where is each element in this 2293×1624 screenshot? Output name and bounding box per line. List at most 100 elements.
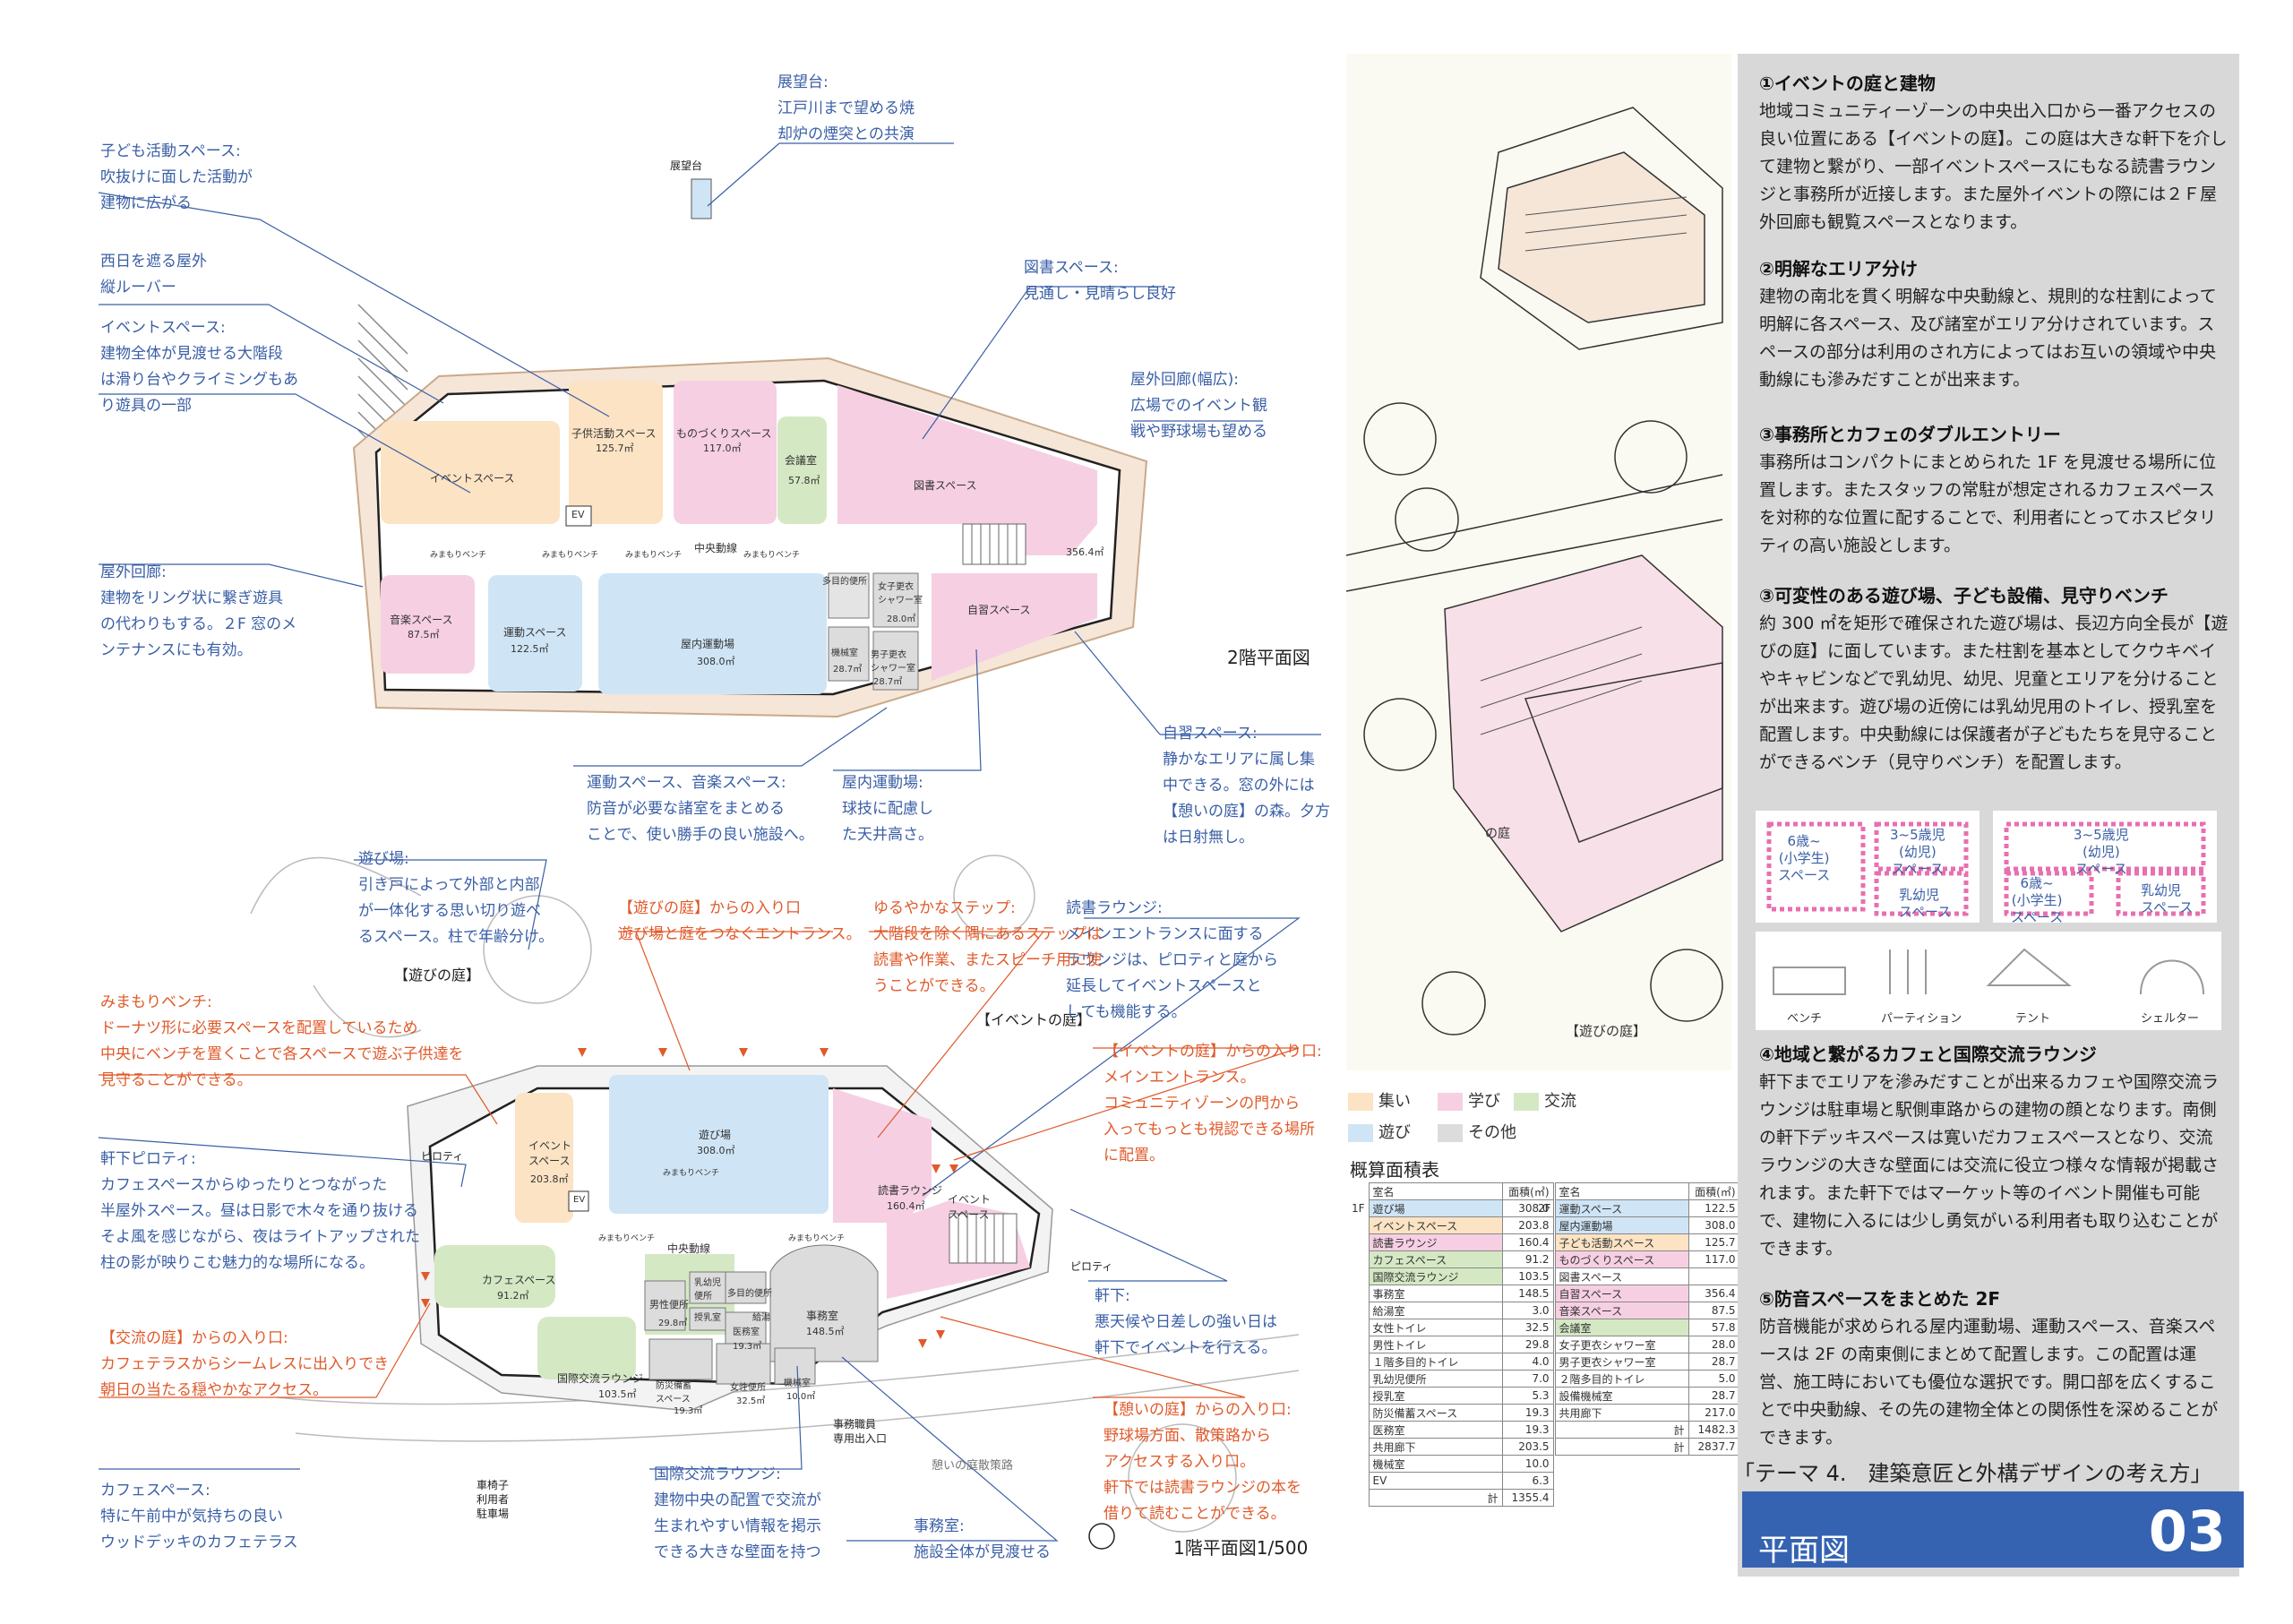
room2-area-machine: 28.7㎡: [833, 665, 863, 675]
room2-label-exercise: 運動スペース: [503, 626, 567, 639]
room2-machine: [828, 626, 870, 682]
room1-area-medical: 19.3㎡: [733, 1342, 762, 1352]
room1-area-mens: 29.8㎡: [658, 1319, 688, 1328]
note-outer-corridor-wide: 屋外回廊(幅広): 広場でのイベント観 戦や野球場も望める: [1130, 371, 1267, 441]
room2-area-meeting: 57.8㎡: [788, 475, 820, 486]
room2-crafts: [674, 381, 777, 524]
section-3: ③事務所とカフェのダブルエントリー 事務所はコンパクトにまとめられた 1F を見…: [1759, 421, 2229, 560]
room1-area-office: 148.5㎡: [806, 1326, 845, 1337]
legend: 集い 学び 交流 遊び その他: [1344, 1084, 1594, 1156]
bench-2f-1: みまもりベンチ: [430, 551, 487, 560]
plan1-title: 1階平面図1/500: [1173, 1537, 1309, 1559]
note-kids-space: 子ども活動スペース: 吹抜けに面した活動が 建物に広がる: [100, 142, 253, 212]
room2-area-exercise: 122.5㎡: [511, 643, 549, 655]
section-6-body: 防音機能が求められる屋内運動場、運動スペース、音楽スペースは 2F の南東側にま…: [1759, 1317, 2219, 1448]
stairs-1f: [949, 1213, 1018, 1264]
room1-play: [609, 1075, 829, 1214]
note-event-entrance: 【イベントの庭】からの入り口: メインエントランス。 コミュニティゾーンの門から…: [1104, 1043, 1322, 1164]
room1-area-event: 203.8㎡: [530, 1173, 569, 1185]
room1-area-cafe: 91.2㎡: [497, 1290, 529, 1302]
room1-label-stock: 防災備蓄 スペース: [656, 1381, 691, 1405]
zone-a-label: 6歳~ (小学生) スペース: [1778, 833, 1831, 883]
note-cafe: カフェスペース: 特に午前中が気持ちの良い ウッドデッキのカフェテラス: [100, 1482, 298, 1551]
room2-label-music: 音楽スペース: [390, 614, 453, 626]
note-bench: みまもりベンチ: ドーナツ形に必要スペースを配置しているため 中央にベンチを置く…: [100, 993, 464, 1089]
entry-markers: [421, 1048, 958, 1348]
section-1-body: 地域コミュニティーゾーンの中央出入口から一番アクセスの良い位置にある【イベントの…: [1759, 101, 2228, 232]
room2-library: [837, 385, 1097, 555]
room1-office: [769, 1244, 879, 1362]
furniture-bench: ベンチ: [1787, 1012, 1823, 1026]
section-2-body: 建物の南北を貫く明解な中央動線と、規則的な柱割によって明解に各スペース、及び諸室…: [1759, 287, 2217, 390]
ev-1f-label: EV: [573, 1195, 586, 1205]
note-library: 図書スペース: 見通し・見晴らし良好: [1024, 259, 1176, 303]
observation-deck: [691, 178, 712, 219]
sketch-play-garden: 【遊びの庭】: [1566, 1023, 1647, 1039]
room1-label-cafe: カフェスペース: [482, 1274, 556, 1286]
room2-area-kids: 125.7㎡: [596, 443, 634, 454]
room1-area-reading: 160.4㎡: [887, 1200, 925, 1212]
bench-2f-4: みまもりベンチ: [743, 551, 801, 560]
description-panel: ①イベントの庭と建物 地域コミュニティーゾーンの中央出入口から一番アクセスの良い…: [1738, 54, 2239, 1577]
furniture-shelter: シェルター: [2141, 1012, 2200, 1026]
bench-2f-3: みまもりベンチ: [625, 551, 683, 560]
note-gym: 屋内運動場: 球技に配慮し た天井高さ。: [842, 774, 933, 844]
room1-area-intl: 103.5㎡: [598, 1388, 637, 1400]
room1-reading: [833, 1088, 932, 1223]
note-play-entrance: 【遊びの庭】からの入り口 遊び場と庭をつなぐエントランス。: [618, 899, 862, 943]
note-louver: 西日を遮る屋外 縦ルーバー: [100, 253, 207, 296]
north-arrow: [1088, 1523, 1115, 1550]
section-3-body: 事務所はコンパクトにまとめられた 1F を見渡せる場所に位置します。またスタッフ…: [1759, 452, 2217, 555]
room1-area-play: 308.0㎡: [697, 1145, 735, 1156]
perspective-sketch: 【遊びの庭】 の庭: [1346, 54, 1731, 1070]
room1-label-womens: 女性便所: [730, 1383, 766, 1393]
room2-label-shower-m: 男子更衣 シャワー室: [871, 650, 915, 674]
section-1-title: ①イベントの庭と建物: [1759, 73, 1936, 94]
garden-play-label: 【遊びの庭】: [394, 967, 481, 984]
room2-event: [381, 421, 560, 524]
room2-gym: [598, 573, 827, 694]
room1-label-play: 遊び場: [699, 1129, 732, 1141]
footer-title: 平面図: [1758, 1533, 1850, 1568]
room1-label-event: イベント スペース: [528, 1139, 572, 1167]
room2-label-meeting: 会議室: [785, 454, 818, 467]
room1-international: [537, 1317, 636, 1379]
note-intl-lounge: 国際交流ラウンジ: 建物中央の配置で交流が 生まれやすい情報を掲示 できる大きな…: [654, 1465, 821, 1561]
table-row: 図書スペース: [1534, 1267, 1740, 1285]
room2-shower-m: [872, 631, 919, 691]
room1-label-baby: 乳幼児 便所: [694, 1278, 721, 1302]
zone-a2-label: 6歳~ (小学生) スペース: [2011, 875, 2064, 925]
room1-label-toilet: 多目的便所: [727, 1289, 772, 1299]
section-5-body: 軒下までエリアを滲みだすことが出来るカフェや国際交流ラウンジは駐車場と駅側車路か…: [1759, 1072, 2220, 1259]
room2-exercise: [488, 575, 582, 692]
bench-1f-1: みまもりベンチ: [598, 1234, 656, 1243]
room1-event: [515, 1093, 573, 1223]
section-4-body: 約 300 ㎡を矩形で確保された遊び場は、長辺方向全長が【遊びの庭】に面していま…: [1759, 614, 2229, 772]
room1-label-event-b: イベント スペース: [948, 1193, 992, 1221]
note-reading-lounge: 読書ラウンジ: メインエントランスに面する ラウンジは、ピロティと庭から 延長し…: [1066, 899, 1278, 1021]
sketch-drawing: [1346, 54, 1731, 1070]
room2-area-music: 87.5㎡: [408, 629, 440, 640]
section-2-title: ②明解なエリア分け: [1759, 258, 1918, 279]
room2-label-library: 図書スペース: [914, 479, 977, 492]
floor-plans: イベントスペース 子供活動スペース 125.7㎡ ものづくりスペース 117.0…: [98, 73, 1330, 1561]
pilotis-west-label: ピロティ: [421, 1150, 464, 1163]
